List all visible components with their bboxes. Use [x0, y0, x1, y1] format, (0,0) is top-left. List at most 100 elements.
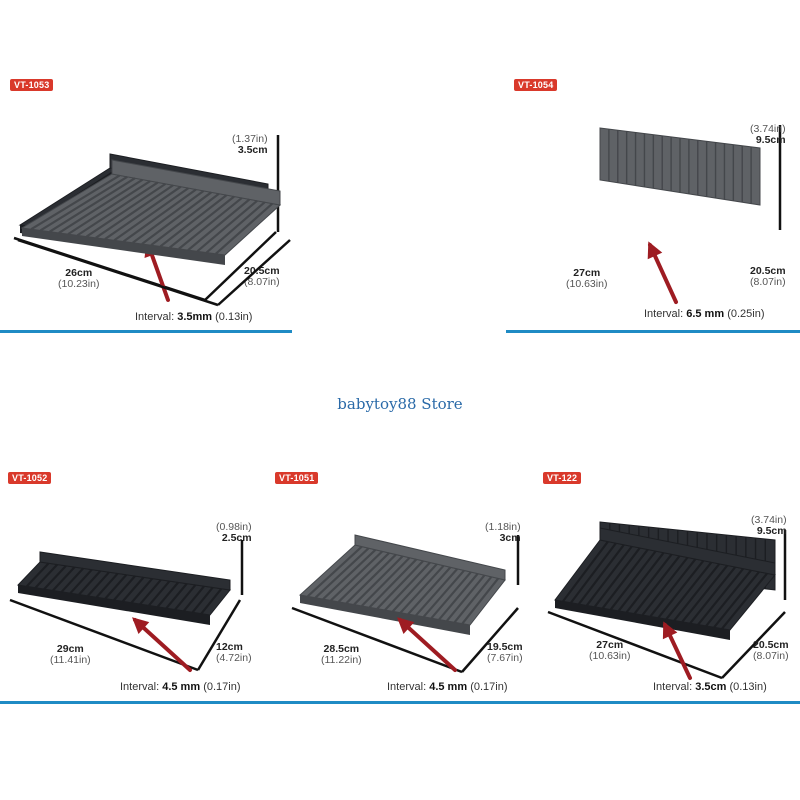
tray-rib [585, 545, 633, 607]
tray-rib [681, 564, 729, 623]
tray-back-lip [111, 159, 281, 206]
tray-back-lip [39, 551, 231, 591]
interval-mm: 3.5cm [695, 681, 727, 693]
tray-back-lip [354, 534, 506, 581]
width-dimension-line [461, 607, 519, 673]
product-panel-vt-1054: VT-1054 (3.74in) 9.5cm 27cm (10.63in) 20… [17, 0, 800, 340]
tray-rib [34, 563, 59, 589]
width-in: (7.67in) [487, 652, 523, 664]
interval-arrow-head [132, 617, 150, 634]
interval-arrow-shaft [133, 618, 192, 672]
tray-rib [174, 584, 197, 611]
tray-rib [453, 576, 493, 623]
height-label: (3.74in) 9.5cm [750, 124, 786, 146]
tray-rib [445, 574, 486, 622]
tray-illustration [547, 521, 787, 680]
tray-rib [609, 550, 657, 611]
height-in: (0.98in) [216, 521, 252, 533]
tray-rib [361, 556, 411, 607]
width-dimension-line [196, 599, 242, 671]
tray-rib [461, 577, 500, 625]
length-in: (10.63in) [566, 278, 608, 290]
model-tag: VT-1052 [8, 472, 52, 484]
interval-arrow-head [647, 241, 663, 260]
tray-rib [113, 187, 189, 242]
tray-rib [200, 588, 223, 615]
interval-mm: 3.5mm [177, 311, 213, 323]
tray-rib [407, 566, 452, 615]
width-in: (8.07in) [750, 276, 786, 288]
height-cm: 2.5cm [221, 532, 252, 544]
tray-rib [422, 569, 465, 618]
height-cm: 9.5cm [756, 525, 787, 537]
interval-arrow-head [397, 617, 415, 634]
tray-rib [633, 555, 681, 615]
interval-in: (0.17in) [470, 681, 508, 693]
tray-rib [121, 576, 145, 603]
model-tag: VT-122 [543, 472, 582, 484]
tray-rib [196, 199, 258, 253]
tray-rib [673, 563, 721, 622]
width-in: (4.72in) [216, 652, 252, 664]
product-panel-vt-1052: VT-1052 (0.98in) 2.5cm 29cm (11.41in) 12… [0, 460, 265, 710]
tray-rib [353, 555, 404, 606]
tray-rib [86, 571, 110, 597]
tray-front-face [555, 600, 730, 640]
tray-rib [337, 552, 390, 603]
interval-arrow-head [662, 621, 678, 640]
tray-rib [322, 548, 377, 600]
divider-rule [0, 330, 292, 333]
tray-rib [697, 567, 745, 626]
interval-label: Interval: 4.5 mm (0.17in) [387, 681, 508, 693]
interval-in: (0.13in) [729, 681, 767, 693]
height-cm: 3cm [499, 532, 521, 544]
tray-rib [649, 558, 697, 618]
width-cm: 20.5cm [244, 265, 280, 277]
height-cm: 3.5cm [237, 144, 268, 156]
tray-rib [625, 553, 673, 613]
height-label: (3.74in) 9.5cm [751, 515, 787, 537]
width-cm: 19.5cm [487, 641, 523, 653]
tray-rib [168, 195, 235, 249]
height-in: (1.37in) [232, 133, 268, 145]
tray-rib [43, 565, 67, 590]
height-in: (3.74in) [751, 514, 787, 526]
tray-rib [39, 175, 128, 232]
length-dimension-line [9, 598, 199, 672]
width-label: 20.5cm (8.07in) [753, 640, 789, 662]
width-cm: 12cm [216, 641, 243, 653]
tray-rib [139, 579, 162, 605]
width-dimension-line [721, 611, 786, 679]
interval-mm: 4.5 mm [162, 681, 201, 693]
height-cm: 9.5cm [755, 134, 786, 146]
interval-in: (0.25in) [727, 308, 765, 320]
height-in: (1.18in) [485, 521, 521, 533]
width-in: (8.07in) [753, 650, 789, 662]
length-label: 29cm (11.41in) [50, 644, 91, 666]
divider-rule [506, 330, 800, 333]
tray-rib [85, 182, 167, 238]
divider-rule [265, 701, 535, 704]
width-label: 12cm (4.72in) [216, 642, 252, 664]
tray-rib [215, 202, 274, 255]
tray-rib [391, 563, 438, 613]
tray-illustration [17, 125, 782, 307]
tray-front-face [300, 595, 470, 635]
tray-rib [570, 542, 617, 604]
tray-rib [25, 562, 50, 588]
width-dimension-line [204, 231, 277, 301]
interval-label: Interval: 3.5mm (0.13in) [135, 311, 253, 323]
length-cm: 26cm [65, 267, 93, 279]
divider-rule [535, 701, 800, 704]
length-in: (10.63in) [589, 650, 631, 662]
tray-rib [191, 586, 214, 613]
height-label: (1.18in) 3cm [485, 522, 521, 544]
tray-illustration [9, 540, 244, 672]
tray-rib [159, 194, 228, 248]
tray-rib [95, 572, 119, 599]
interval-in: (0.17in) [203, 681, 241, 693]
tray-rib [438, 572, 479, 621]
divider-rule [0, 701, 265, 704]
interval-label: Interval: 6.5 mm (0.25in) [644, 308, 765, 320]
tray-rib [665, 561, 713, 620]
